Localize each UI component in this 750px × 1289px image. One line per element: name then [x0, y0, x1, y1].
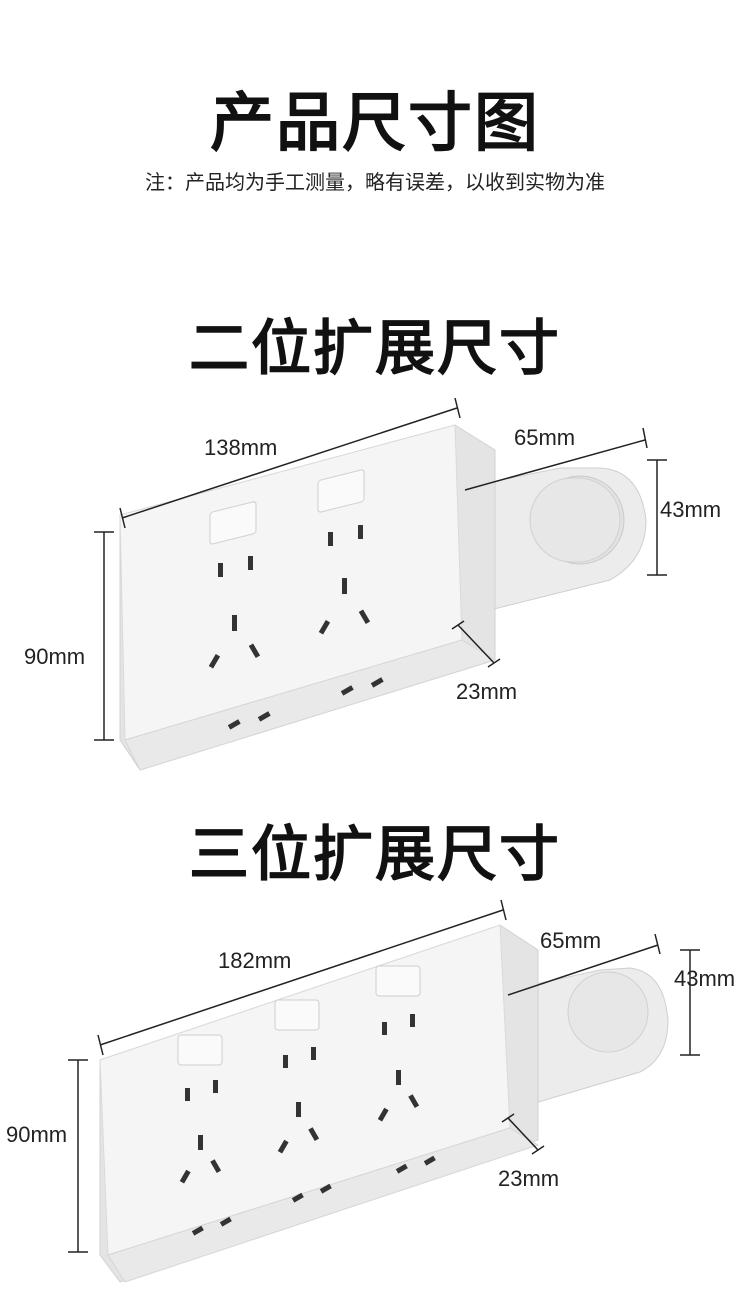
extension-arm	[507, 967, 669, 1109]
switch-3	[375, 965, 421, 997]
three-socket-illustration: 182mm 90mm 65mm 43mm 23mm	[6, 899, 735, 1283]
ext-height-label: 43mm	[674, 966, 735, 991]
width-label: 182mm	[218, 948, 291, 973]
switch-2	[274, 999, 320, 1031]
height-label: 90mm	[6, 1122, 67, 1147]
ext-length-label: 65mm	[514, 425, 575, 450]
socket-2-holes	[318, 525, 371, 635]
section-title-three-socket: 三位扩展尺寸	[189, 820, 561, 890]
two-socket-illustration: 138mm 90mm 65mm 43mm 23mm	[24, 397, 721, 771]
page-title: 产品尺寸图	[210, 87, 540, 161]
section-title-two-socket: 二位扩展尺寸	[189, 314, 561, 384]
socket-1-holes	[208, 556, 261, 669]
ext-length-label: 65mm	[540, 928, 601, 953]
switch-1	[209, 501, 257, 545]
height-label: 90mm	[24, 644, 85, 669]
switch-1	[177, 1034, 223, 1066]
ext-height-label: 43mm	[660, 497, 721, 522]
depth-label: 23mm	[456, 679, 517, 704]
measurement-note: 注：产品均为手工测量，略有误差，以收到实物为准	[145, 170, 605, 194]
extension-arm	[461, 467, 647, 616]
switch-2	[317, 469, 365, 513]
socket-holes	[179, 1014, 436, 1236]
depth-label: 23mm	[498, 1166, 559, 1191]
bottom-socket-holes	[227, 677, 384, 730]
width-label: 138mm	[204, 435, 277, 460]
